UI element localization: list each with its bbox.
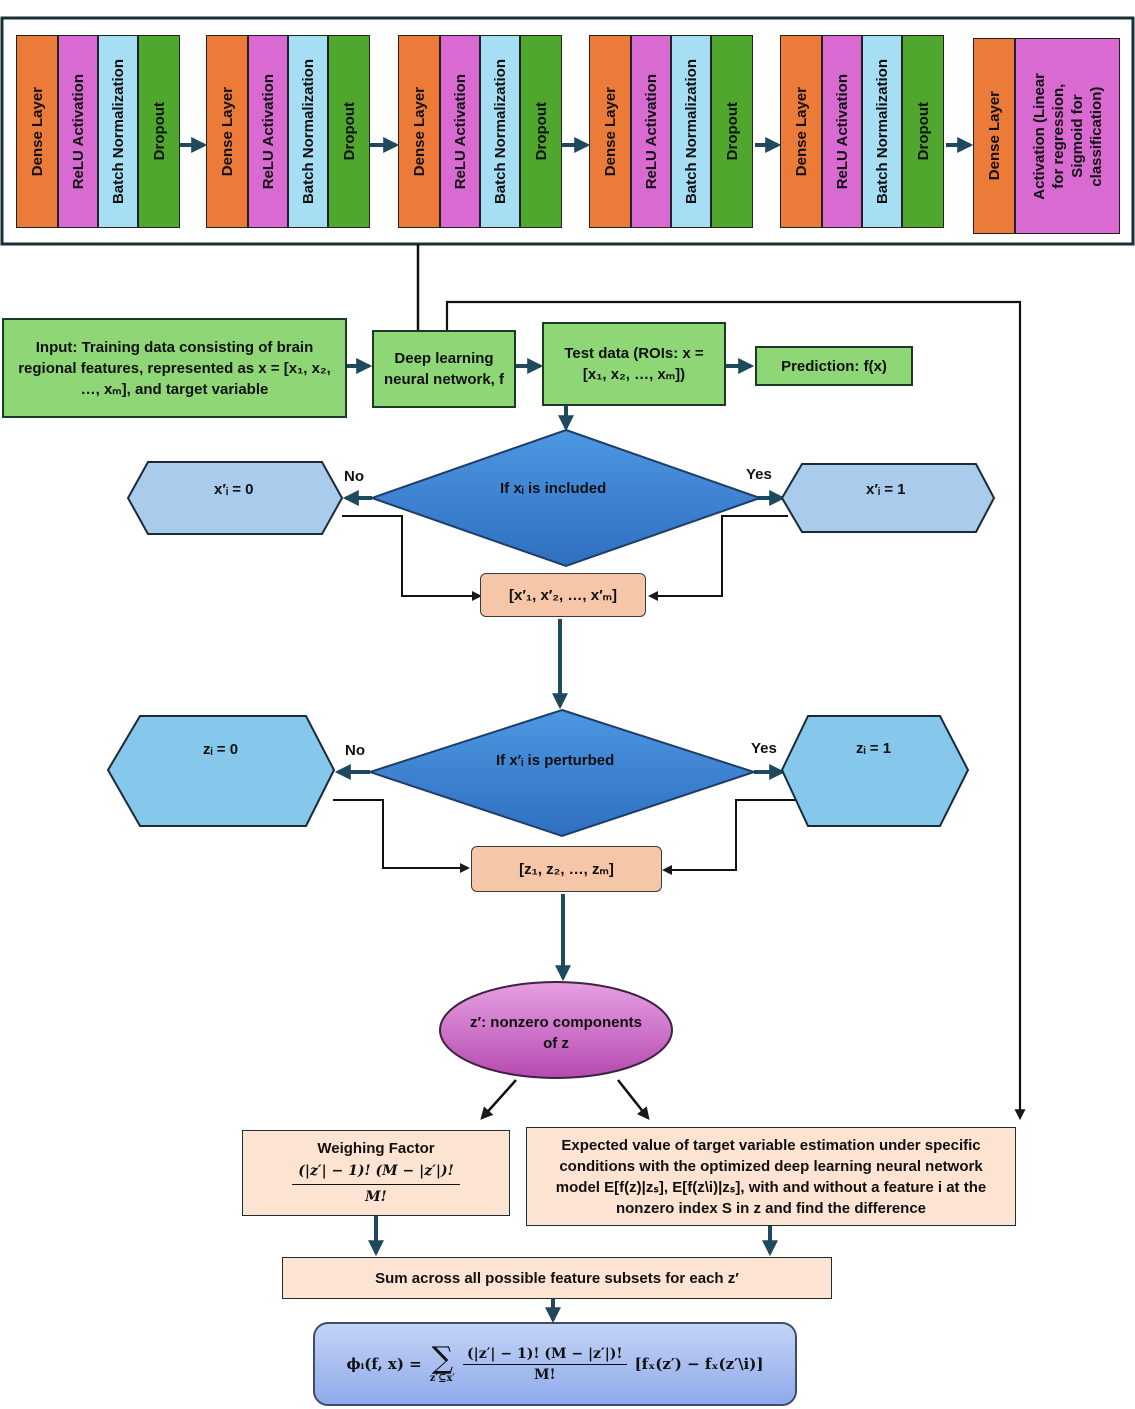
batch-normalization-5: Batch Normalization (862, 35, 902, 228)
hex-right1-label: x′ᵢ = 1 (866, 481, 906, 498)
formula-sum: ∑ z′⊆x′ (430, 1344, 455, 1384)
dropout-4: Dropout (711, 35, 753, 228)
dense-layer-label: Dense Layer (410, 86, 428, 177)
relu-activation-1: ReLU Activation (58, 35, 98, 228)
batch-normalization-label: Batch Normalization (109, 58, 127, 205)
weighing-title: Weighing Factor (317, 1140, 435, 1157)
hex-right2-label: zᵢ = 1 (856, 740, 892, 757)
relu-activation-5: ReLU Activation (822, 35, 862, 228)
dense-layer-label: Dense Layer (218, 86, 236, 177)
hex-left2 (106, 715, 336, 827)
relu-activation-label: ReLU Activation (69, 73, 87, 190)
sum-index: z′⊆x′ (429, 1373, 456, 1384)
formula-content: ϕᵢ(f, x) = ∑ z′⊆x′ (|z′| − 1)! (M − |z′|… (314, 1323, 796, 1405)
left2-to-vector2 (333, 799, 470, 873)
decision1-yes-label: Yes (746, 466, 772, 483)
relu-activation-3: ReLU Activation (440, 35, 480, 228)
hex-left2-label: zᵢ = 0 (203, 741, 239, 758)
decision1-no-label: No (344, 468, 364, 485)
dropout-2: Dropout (328, 35, 370, 228)
relu-activation-label: ReLU Activation (451, 73, 469, 190)
batch-normalization-label: Batch Normalization (299, 58, 317, 205)
dropout-5: Dropout (902, 35, 944, 228)
sum-symbol: ∑ (431, 1341, 454, 1376)
batch-normalization-label: Batch Normalization (873, 58, 891, 205)
dense-layer-3: Dense Layer (398, 35, 440, 228)
dropout-3: Dropout (520, 35, 562, 228)
final-activation-label: Activation (Linear for regression, Sigmo… (1030, 72, 1105, 200)
right1-to-vector1 (648, 515, 788, 601)
decision2-yes-label: Yes (751, 740, 777, 757)
input-box: Input: Training data consisting of brain… (2, 318, 347, 418)
relu-activation-label: ReLU Activation (259, 73, 277, 190)
batch-normalization-4: Batch Normalization (671, 35, 711, 228)
dropout-label: Dropout (914, 102, 932, 161)
dropout-1: Dropout (138, 35, 180, 228)
dense-layer-2: Dense Layer (206, 35, 248, 228)
ellipse-to-expected-arrow (617, 1079, 650, 1120)
hex-right1 (780, 463, 996, 533)
batch-normalization-1: Batch Normalization (98, 35, 138, 228)
network-frame (0, 16, 1135, 246)
relu-activation-label: ReLU Activation (642, 73, 660, 190)
expected-value-box: Expected value of target variable estima… (526, 1127, 1016, 1226)
final-activation-layer: Activation (Linear for regression, Sigmo… (1015, 38, 1120, 234)
weighing-fraction: (|z′| − 1)! (M − |z′|)! M! (292, 1161, 460, 1208)
weighing-denominator: M! (365, 1189, 387, 1205)
decision2-diamond (366, 708, 758, 838)
vector2-box: [z₁, z₂, …, zₘ] (471, 846, 662, 892)
vector1-box: [x′₁, x′₂, …, x′ₘ] (480, 573, 646, 617)
formula-lhs: ϕᵢ(f, x) = (346, 1355, 422, 1373)
dropout-label: Dropout (340, 102, 358, 161)
batch-normalization-label: Batch Normalization (491, 58, 509, 205)
weighing-factor-box: Weighing Factor (|z′| − 1)! (M − |z′|)! … (242, 1130, 510, 1216)
formula-denominator: M! (533, 1366, 556, 1383)
right2-to-vector2 (662, 799, 800, 875)
relu-activation-4: ReLU Activation (631, 35, 671, 228)
decision1-question: If xᵢ is included (500, 480, 607, 497)
decision2-question: If x′ᵢ is perturbed (496, 752, 615, 769)
dense-layer-4: Dense Layer (589, 35, 631, 228)
hex-left1-label: x′ᵢ = 0 (214, 481, 254, 498)
final-dense-layer: Dense Layer (973, 38, 1015, 234)
dnn-to-expected-connector (445, 300, 1026, 1121)
relu-activation-label: ReLU Activation (833, 73, 851, 190)
dense-layer-label: Dense Layer (28, 86, 46, 177)
formula-fraction: (|z′| − 1)! (M − |z′|)! M! (463, 1346, 627, 1383)
test-data-box: Test data (ROIs: x = [x₁, x₂, …, xₘ]) (542, 322, 726, 406)
dense-layer-label: Dense Layer (601, 86, 619, 177)
weighing-numerator: (|z′| − 1)! (M − |z′|)! (292, 1161, 460, 1185)
relu-activation-2: ReLU Activation (248, 35, 288, 228)
batch-normalization-2: Batch Normalization (288, 35, 328, 228)
dropout-label: Dropout (150, 102, 168, 161)
prediction-box: Prediction: f(x) (755, 346, 913, 386)
dense-layer-1: Dense Layer (16, 35, 58, 228)
dense-layer-5: Dense Layer (780, 35, 822, 228)
dnn-box: Deep learning neural network, f (372, 330, 516, 408)
batch-normalization-3: Batch Normalization (480, 35, 520, 228)
decision1-diamond (368, 428, 764, 568)
batch-normalization-label: Batch Normalization (682, 58, 700, 205)
dropout-label: Dropout (723, 102, 741, 161)
hex-right2 (780, 715, 970, 827)
nonzero-ellipse (439, 981, 673, 1079)
dense-layer-label: Dense Layer (792, 86, 810, 177)
ellipse-label: z′: nonzero components of z (470, 1014, 642, 1052)
left1-to-vector1 (342, 515, 482, 601)
final-dense-label: Dense Layer (985, 91, 1003, 181)
sum-box: Sum across all possible feature subsets … (282, 1257, 832, 1299)
decision2-no-label: No (345, 742, 365, 759)
hex-left1 (126, 461, 344, 535)
ellipse-to-weighing-arrow (480, 1079, 517, 1120)
formula-rhs: [fₓ(z′) − fₓ(z′\i)] (634, 1355, 764, 1373)
formula-numerator: (|z′| − 1)! (M − |z′|)! (463, 1346, 627, 1365)
dropout-label: Dropout (532, 102, 550, 161)
